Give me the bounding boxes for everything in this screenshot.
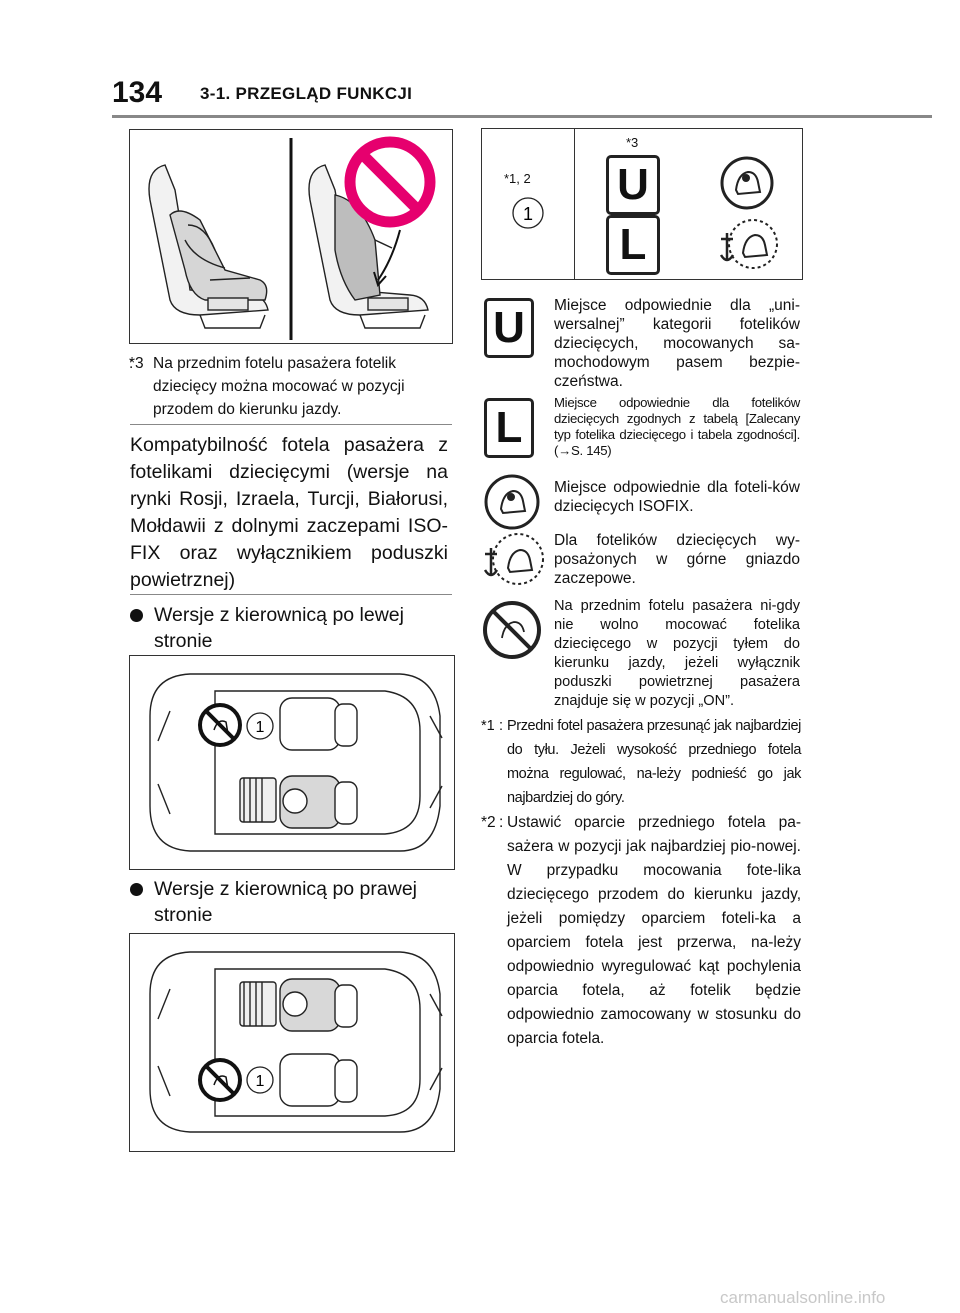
legend-isofix-text: Miejsce odpowiednie dla foteli-ków dziec…: [554, 479, 800, 515]
heading-lhd-text: Wersje z kierownicą po lewej stronie: [154, 604, 404, 652]
seat-number-label: 1: [256, 719, 265, 736]
legend-l-text: Miejsce odpowiednie dla fotelików dzieci…: [554, 395, 800, 458]
l-badge-label: L: [619, 220, 647, 269]
legend-prohibit-text: Na przednim fotelu pasażera ni-gdy nie w…: [554, 598, 800, 709]
table-col2-header: *3: [626, 135, 639, 150]
footnote-1: *1 : Przedni fotel pasażera przesunąć ja…: [481, 714, 801, 810]
seat-1-badge: 1: [512, 197, 544, 229]
compat-rule-bottom: [130, 594, 452, 595]
footnote-2: *2 : Ustawić oparcie przedniego fotela p…: [481, 811, 801, 1051]
footnote-2-text: Ustawić oparcie przedniego fotela pa-saż…: [507, 814, 801, 1047]
legend-prohibit-icon: [483, 601, 541, 659]
car-seat-drawing: [148, 136, 436, 340]
watermark: carmanualsonline.info: [720, 1288, 886, 1307]
legend-u-text: Miejsce odpowiednie dla „uni-wersalnej” …: [554, 297, 800, 390]
u-badge-label: U: [617, 160, 649, 209]
footnote-text: Na przednim fotelu pasażera fotelik dzie…: [153, 355, 405, 418]
legend-u-icon: U: [484, 298, 534, 358]
l-badge-icon: L: [606, 215, 660, 275]
prohibit-rear-facing-icon: [198, 703, 242, 747]
car-diagram-lhd: 1: [129, 655, 455, 870]
bullet-icon: [130, 883, 143, 896]
legend-isofix-icon: [484, 474, 540, 530]
seat-illustration: [129, 129, 453, 344]
footnote-1-text: Przedni fotel pasażera przesunąć jak naj…: [507, 718, 801, 806]
compat-table: *1, 2 *3 1 U L: [481, 128, 803, 280]
compat-title: Kompatybilność fotela pasażera z fotelik…: [130, 434, 448, 591]
car-top-view-lhd: 1: [149, 673, 443, 852]
prohibit-rear-facing-icon: [198, 1058, 242, 1102]
heading-rhd-text: Wersje z kierownicą po prawej stronie: [154, 878, 417, 926]
isofix-icon: [720, 156, 774, 210]
u-badge-icon: U: [606, 155, 660, 215]
page-number: 134: [112, 76, 163, 109]
footnote-mark: *3: [129, 355, 144, 372]
prohibition-icon: [344, 136, 436, 228]
legend-top-tether-icon: [483, 533, 544, 585]
heading-rhd: Wersje z kierownicą po prawej stronie: [130, 876, 450, 928]
seat-number-label: 1: [523, 204, 533, 224]
car-top-view-rhd: 1: [149, 951, 443, 1133]
top-tether-icon: [719, 219, 778, 269]
heading-lhd: Wersje z kierownicą po lewej stronie: [130, 602, 450, 654]
section-title: 3-1. PRZEGLĄD FUNKCJI: [200, 84, 413, 103]
l-badge-label: L: [495, 403, 523, 452]
bullet-icon: [130, 609, 143, 622]
footnote-mark: *2: [481, 814, 496, 831]
car-diagram-rhd: 1: [129, 933, 455, 1152]
u-badge-label: U: [493, 303, 525, 352]
table-col1-header: *1, 2: [504, 171, 531, 186]
compat-rule-top: [130, 424, 452, 425]
legend-l-icon: L: [484, 398, 534, 458]
header-rule: [112, 115, 932, 118]
legend-top-tether-text: Dla fotelików dziecięcych wy-posażonych …: [554, 532, 800, 587]
footnote-mark: *1: [481, 718, 495, 734]
footnote-3: *3: Na przednim fotelu pasażera fotelik …: [129, 352, 451, 421]
seat-number-label: 1: [256, 1073, 265, 1090]
